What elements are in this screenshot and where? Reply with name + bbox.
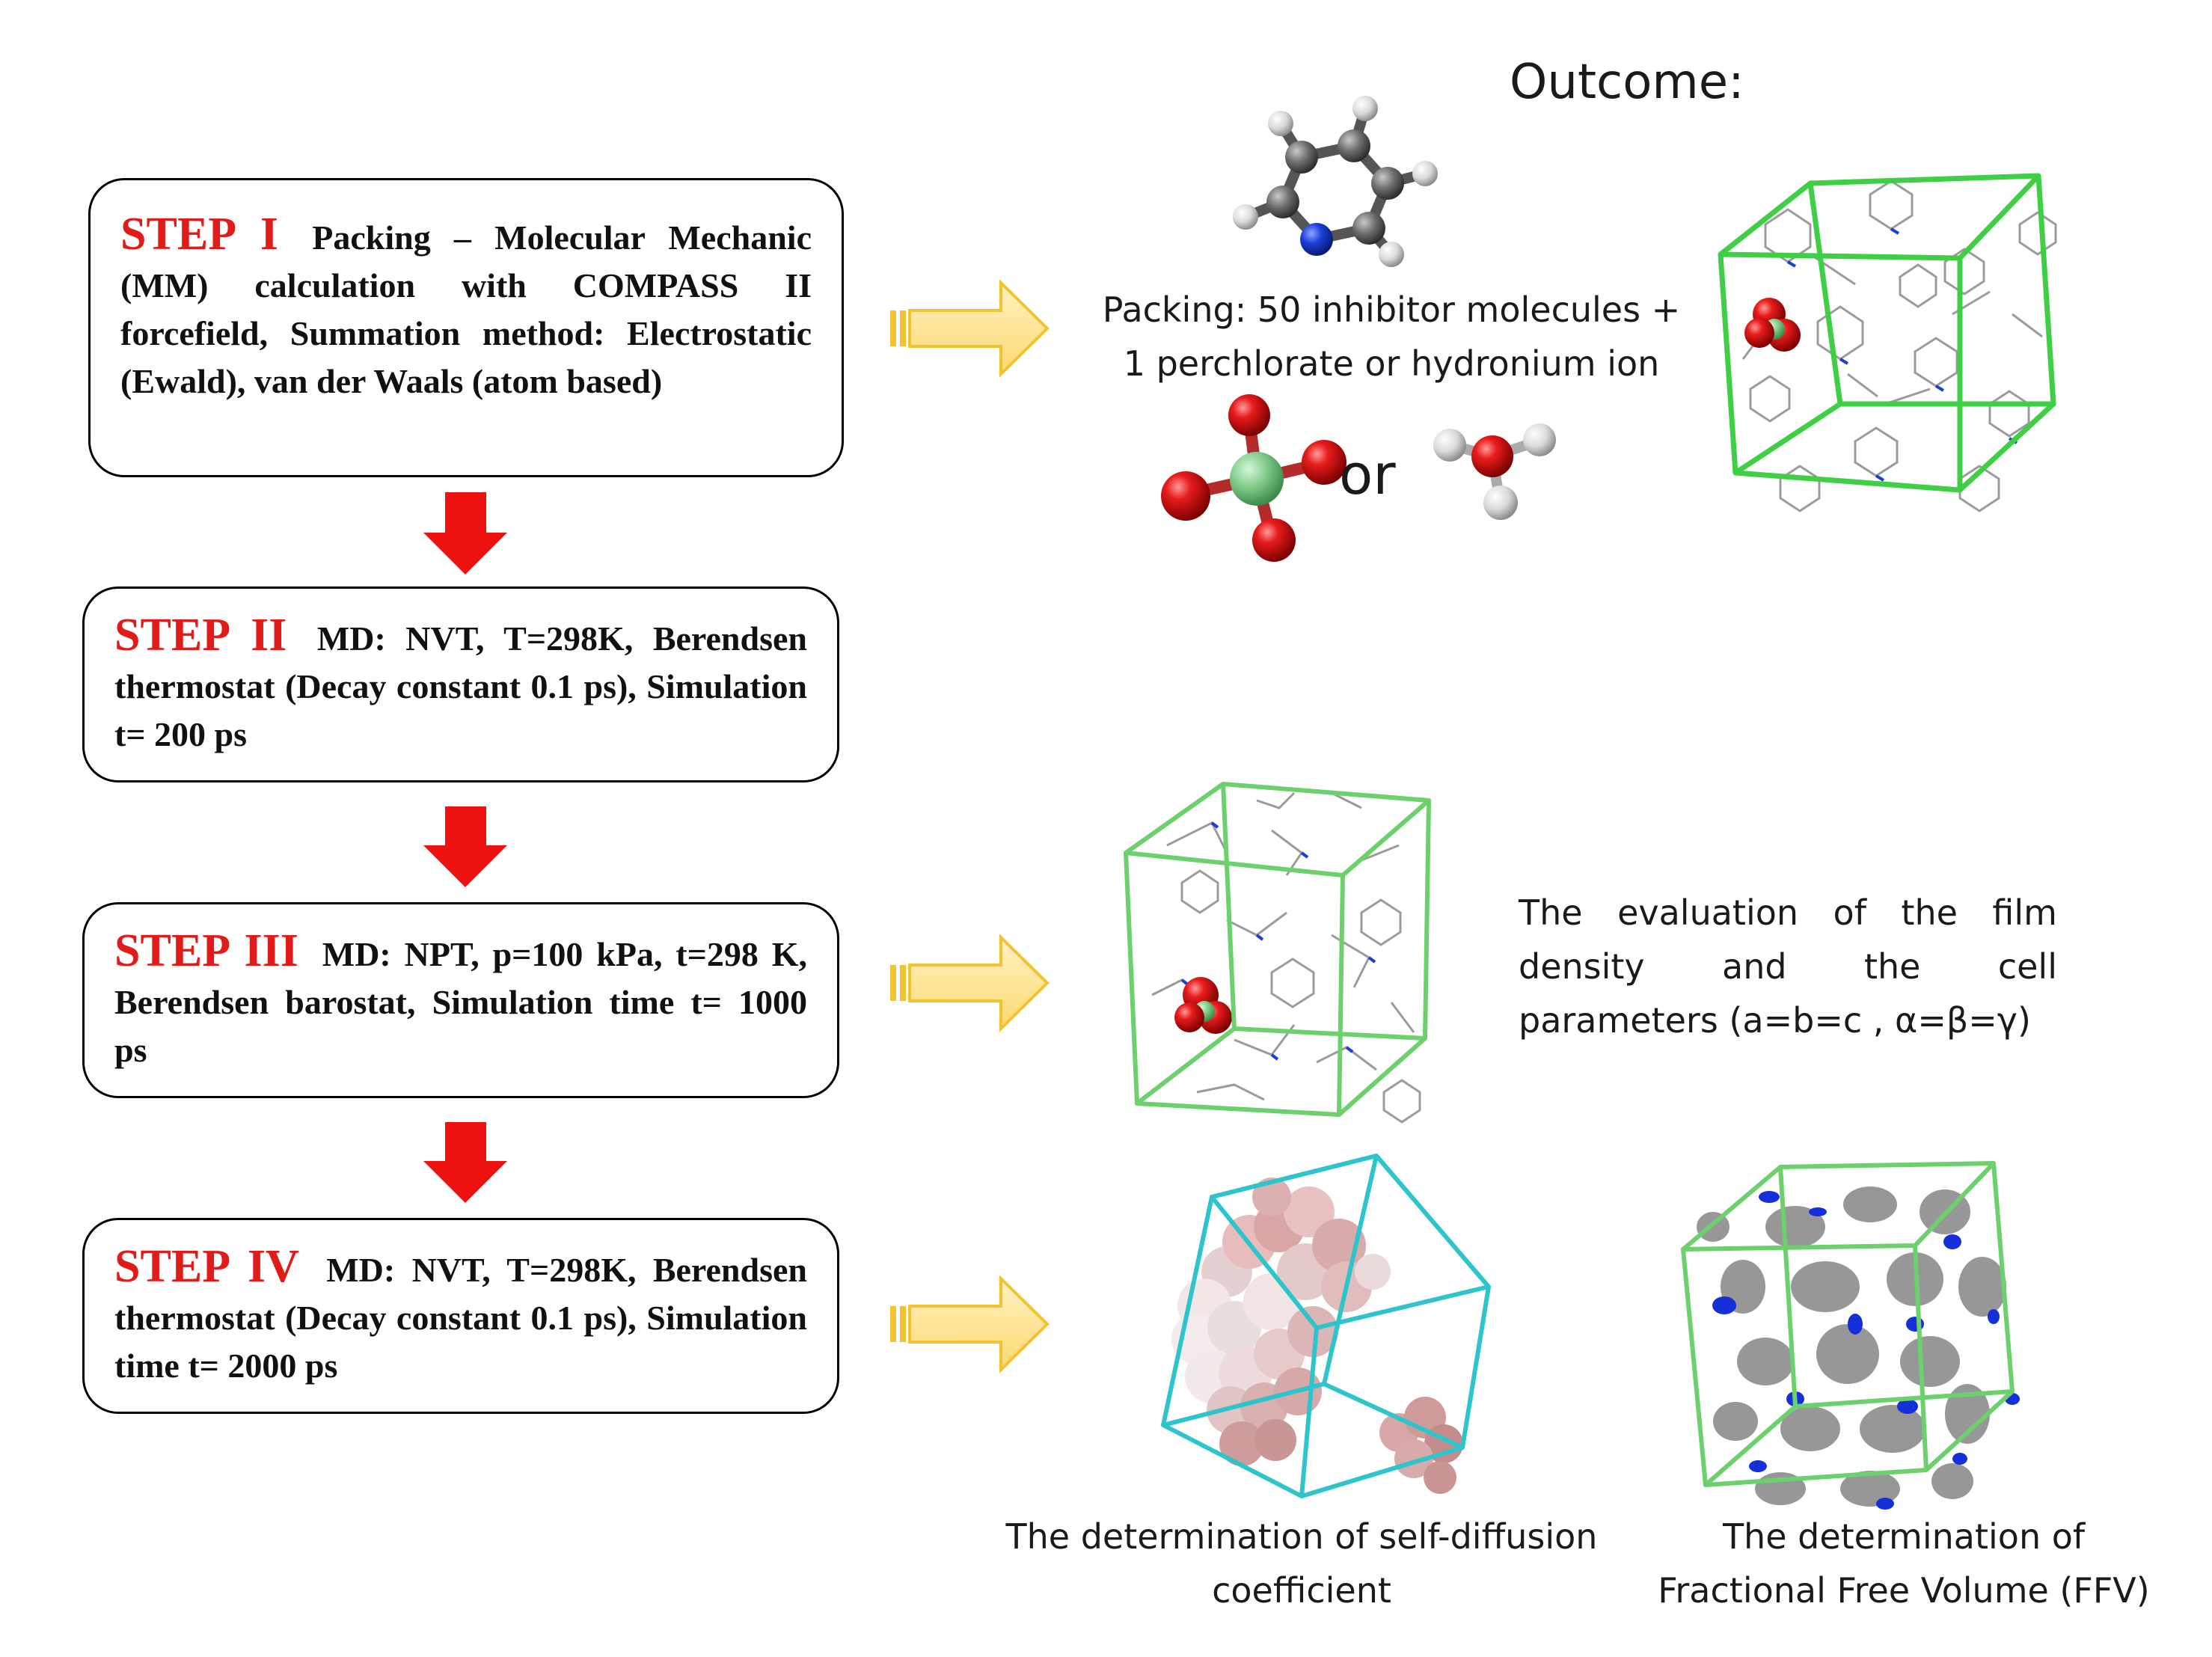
step-4-text: MD: NVT, T=298K, Berendsen thermostat (D… (114, 1251, 807, 1385)
outcome-title: Outcome: (1510, 55, 1744, 110)
down-arrow-2 (423, 806, 507, 887)
right-block-arrow-1 (890, 279, 1050, 378)
film-density-caption: The evaluation of the film density and t… (1519, 886, 2057, 1047)
packing-caption: Packing: 50 inhibitor molecules + 1 perc… (1085, 283, 1698, 390)
film-caption-line-1: The evaluation of the film (1519, 892, 2057, 933)
ffv-caption-line-2: Fractional Free Volume (FFV) (1658, 1570, 2150, 1611)
npt-cell-box (1124, 782, 1431, 1124)
ffv-caption-line-1: The determination of (1722, 1516, 2086, 1557)
film-caption-line-2: density and the cell (1519, 946, 2057, 987)
step-3-text: MD: NPT, p=100 kPa, t=298 K, Berendsen b… (114, 935, 808, 1069)
diffusion-cell-box (1161, 1154, 1491, 1498)
or-label: or (1339, 443, 1396, 507)
right-block-arrow-2 (890, 934, 1050, 1032)
perchlorate-ion (1161, 394, 1346, 562)
film-caption-line-3: parameters (a=b=c , α=β=γ) (1519, 1000, 2031, 1041)
hydronium-ion (1433, 423, 1556, 520)
step-1-box: STEP I Packing – Molecular Mechanic (MM)… (88, 178, 844, 477)
pyridine-molecule (1233, 96, 1438, 267)
packing-caption-line-2: 1 perchlorate or hydronium ion (1123, 343, 1660, 384)
packing-caption-line-1: Packing: 50 inhibitor molecules + (1102, 290, 1681, 330)
ffv-cell-box (1681, 1161, 2020, 1510)
packing-cell-box (1718, 173, 2057, 512)
step-3-label: STEP III (114, 925, 298, 976)
down-arrow-1 (423, 492, 507, 575)
step-4-box: STEP IV MD: NVT, T=298K, Berendsen therm… (82, 1218, 839, 1414)
diffusion-caption-line-2: coefficient (1212, 1570, 1391, 1611)
step-2-text: MD: NVT, T=298K, Berendsen thermostat (D… (114, 619, 807, 753)
step-1-label: STEP I (120, 209, 278, 260)
step-1-text: Packing – Molecular Mechanic (MM) calcul… (120, 218, 812, 400)
self-diffusion-caption: The determination of self-diffusion coef… (965, 1510, 1638, 1617)
diffusion-caption-line-1: The determination of self-diffusion (1005, 1516, 1598, 1557)
step-2-label: STEP II (114, 610, 287, 661)
step-3-box: STEP III MD: NPT, p=100 kPa, t=298 K, Be… (82, 902, 839, 1098)
ffv-caption: The determination of Fractional Free Vol… (1627, 1510, 2181, 1617)
right-block-arrow-3 (890, 1275, 1050, 1373)
step-2-box: STEP II MD: NVT, T=298K, Berendsen therm… (82, 586, 839, 782)
down-arrow-3 (423, 1122, 507, 1203)
step-4-label: STEP IV (114, 1241, 299, 1292)
